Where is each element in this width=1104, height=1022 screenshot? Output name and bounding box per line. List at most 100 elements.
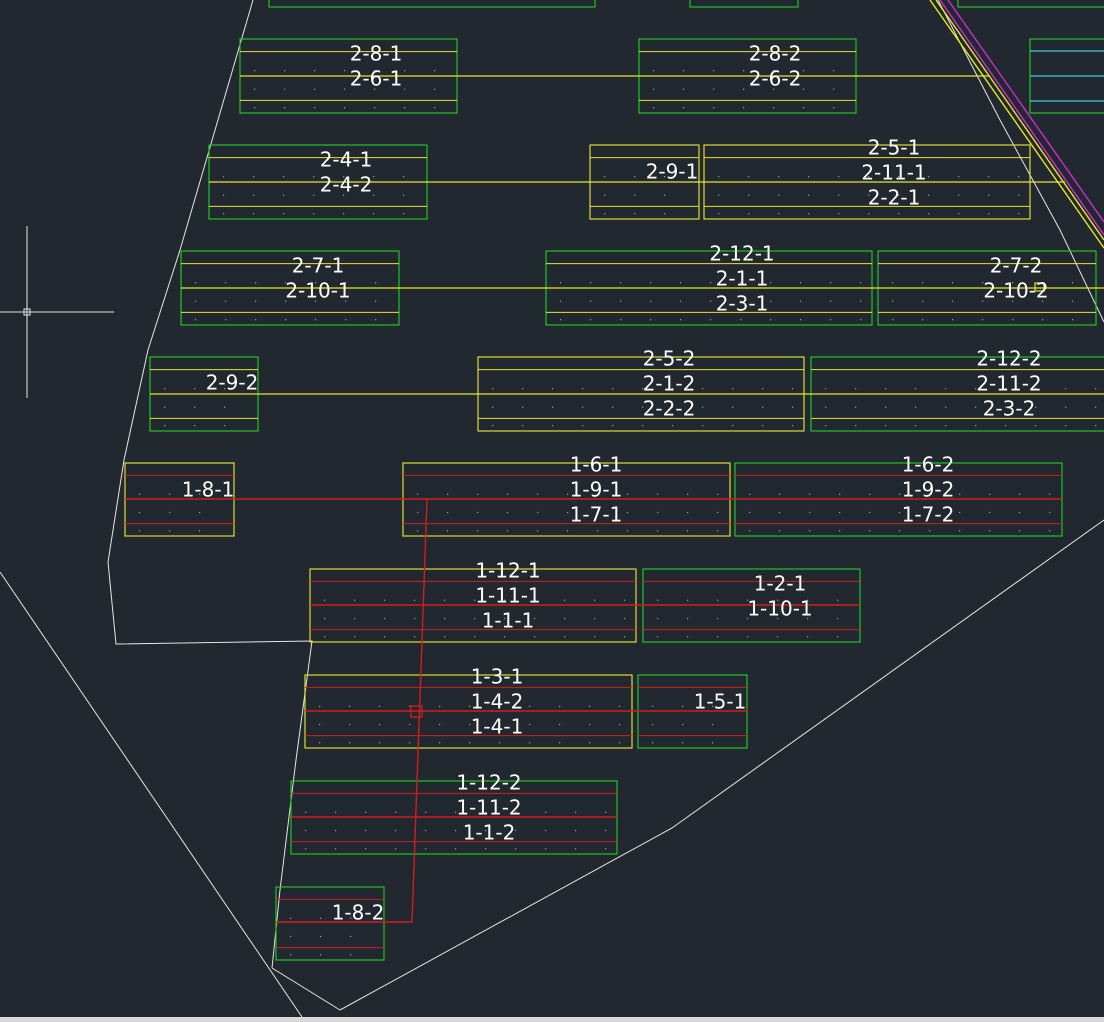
module-dot: [825, 388, 827, 390]
feeder-lines: [125, 50, 1104, 923]
module-dot: [762, 425, 764, 427]
block-label: 2-2-1: [868, 186, 921, 210]
block-label: 1-11-1: [475, 584, 540, 608]
array-block-top-2[interactable]: [689, 0, 799, 8]
module-dot: [283, 213, 285, 215]
module-dot: [169, 530, 171, 532]
module-dot: [800, 319, 802, 321]
module-dot: [324, 599, 326, 601]
module-dot: [627, 511, 629, 514]
module-dot: [922, 282, 924, 284]
block-label: 1-11-2: [456, 796, 521, 820]
block-label: 1-12-2: [456, 771, 521, 795]
block-label: 1-6-1: [570, 453, 623, 477]
module-dot: [469, 742, 471, 744]
magenta-line-1: [939, 0, 1104, 236]
module-dot: [564, 599, 566, 601]
module-dot: [718, 176, 720, 178]
module-dot: [743, 70, 745, 72]
module-dot: [740, 300, 742, 302]
module-dot: [634, 176, 636, 178]
module-dot: [314, 107, 316, 109]
array-block-1-8-2[interactable]: [275, 886, 385, 961]
yellow-diagonal-1: [929, 0, 1104, 249]
module-dot: [504, 617, 506, 620]
module-dot: [868, 213, 870, 215]
module-dot: [748, 194, 750, 196]
block-label: 1-3-1: [471, 665, 524, 689]
module-dot: [534, 636, 536, 638]
module-dot: [492, 388, 494, 390]
module-dot: [1012, 300, 1014, 302]
module-dot: [869, 511, 871, 514]
module-dot: [417, 530, 419, 532]
module-dot: [320, 954, 322, 956]
module-dot: [589, 705, 591, 707]
module-dot: [743, 107, 745, 109]
module-dot: [564, 617, 566, 620]
module-dot: [537, 511, 539, 514]
module-dot: [672, 388, 674, 390]
module-dot: [958, 194, 960, 196]
module-dot: [564, 636, 566, 638]
module-dot: [507, 530, 509, 532]
block-label: 2-8-2: [749, 42, 802, 66]
module-dot: [807, 599, 809, 601]
module-dot: [612, 425, 614, 427]
module-dot: [474, 617, 476, 620]
module-dot: [892, 282, 894, 284]
module-dot: [395, 829, 397, 832]
module-dot: [762, 388, 764, 390]
module-dot: [567, 511, 569, 514]
module-dot: [313, 213, 315, 215]
array-block-top-3[interactable]: [957, 0, 1104, 8]
module-dot: [379, 723, 381, 726]
module-dot: [594, 599, 596, 601]
module-dot: [529, 705, 531, 707]
module-dot: [1095, 388, 1097, 390]
module-dot: [374, 88, 376, 90]
module-dot: [807, 617, 809, 620]
module-dot: [713, 107, 715, 109]
module-dot: [885, 388, 887, 390]
module-dot: [417, 511, 419, 514]
junction-marker-icon: [410, 705, 423, 718]
module-dot: [868, 176, 870, 178]
module-dot: [534, 599, 536, 601]
module-dot: [989, 511, 991, 514]
module-dot: [748, 176, 750, 178]
module-dot: [225, 282, 227, 284]
module-dot: [403, 194, 405, 196]
module-dot: [1019, 493, 1021, 495]
module-dot: [945, 406, 947, 408]
module-dot: [597, 530, 599, 532]
module-dot: [627, 493, 629, 495]
module-dot: [349, 723, 351, 726]
module-dot: [537, 530, 539, 532]
module-dot: [710, 319, 712, 321]
module-dot: [839, 511, 841, 514]
array-block-top-1[interactable]: [268, 0, 596, 8]
module-dot: [224, 406, 226, 408]
block-label: 2-8-1: [350, 42, 403, 66]
module-dot: [898, 176, 900, 178]
module-dot: [560, 319, 562, 321]
block-outline: [275, 886, 385, 961]
module-dot: [409, 723, 411, 726]
module-dot: [717, 599, 719, 601]
module-dot: [1049, 493, 1051, 495]
block-label: 2-2-2: [643, 397, 696, 421]
module-dot: [195, 282, 197, 284]
module-dot: [343, 213, 345, 215]
module-dot: [1072, 300, 1074, 302]
module-dot: [474, 636, 476, 638]
block-label: 1-7-2: [902, 503, 955, 527]
module-dot: [743, 88, 745, 90]
module-dot: [194, 388, 196, 390]
module-dot: [952, 282, 954, 284]
block-label: 2-12-2: [976, 347, 1041, 371]
module-dot: [627, 530, 629, 532]
module-dot: [747, 599, 749, 601]
module-dot: [687, 617, 689, 620]
